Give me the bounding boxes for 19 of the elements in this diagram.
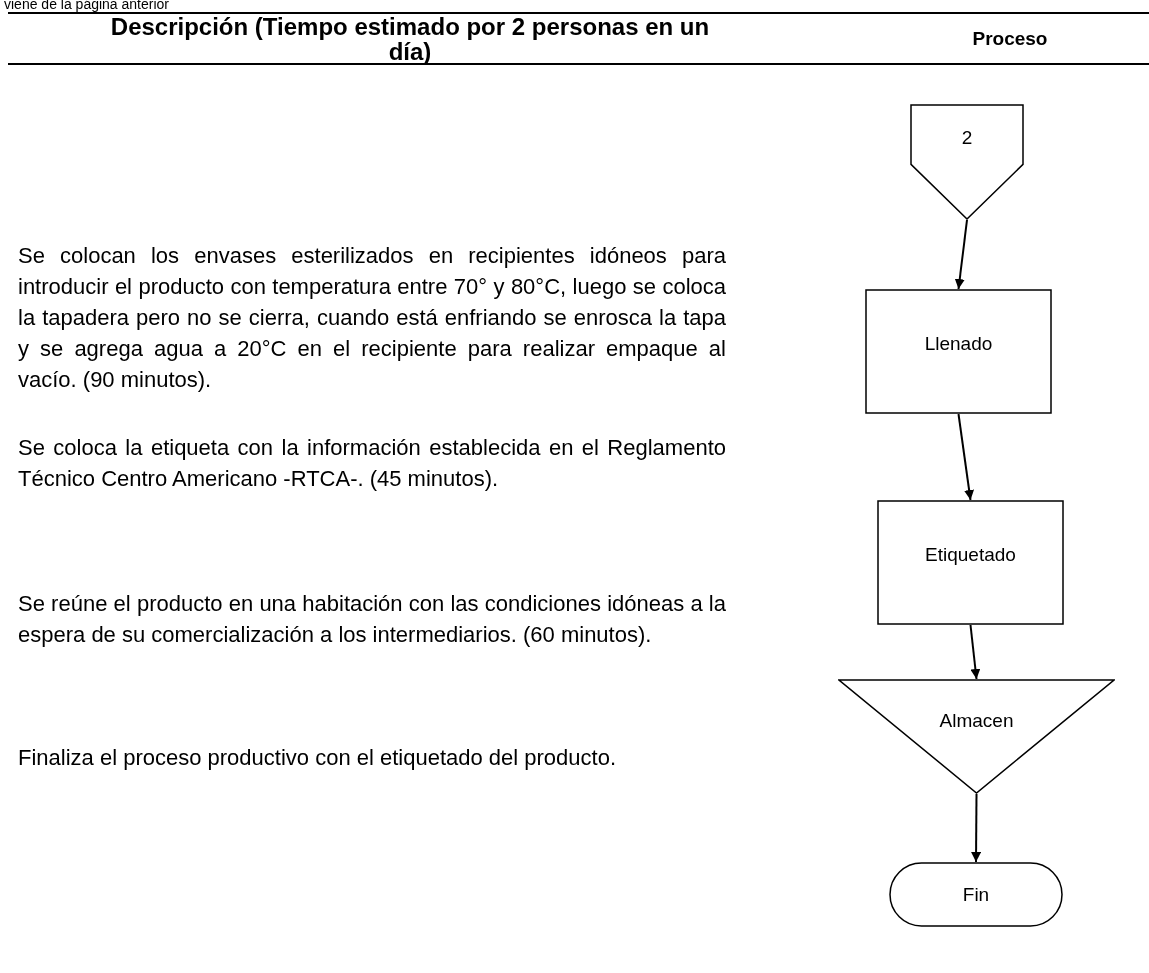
arrow	[954, 219, 968, 290]
column-header: Descripción (Tiempo estimado por 2 personas en un día)	[109, 14, 711, 64]
process-box	[865, 289, 1052, 414]
arrow	[971, 793, 982, 863]
description-paragraph: Se coloca la etiqueta con la información establecida en el Reglamento Técnico Centro Americano -RTCA-. (45 minutos).	[18, 434, 726, 493]
storage-triangle	[838, 679, 1115, 794]
description-paragraph: Finaliza el proceso productivo con el etiquetado del producto.	[18, 744, 618, 772]
description-paragraph: Se reúne el producto en una habitación con las condiciones idóneas a la espera de su comercialización a los intermediarios. (60 minutos).	[18, 590, 726, 649]
off-page-connector	[910, 104, 1024, 220]
description-paragraph: Se colocan los envases esterilizados en recipientes idóneos para introducir el producto con temperatura entre 70° y 80°C, luego se coloca la tapadera pero no se cierra, cuando está enfriando se enrosca la tapa y se agrega agua a 20°C en el recipiente para realizar empaque al vacío. (90 minutos).	[18, 242, 726, 394]
column-header: Proceso	[971, 28, 1049, 50]
process-box	[877, 500, 1064, 625]
arrow	[969, 624, 981, 680]
node-label: Llenado	[924, 332, 993, 355]
arrow	[957, 413, 975, 501]
node-label: Fin	[962, 883, 990, 906]
node-label: 2	[961, 127, 973, 149]
node-label: Almacen	[939, 709, 1014, 732]
node-label: Etiquetado	[925, 543, 1016, 566]
